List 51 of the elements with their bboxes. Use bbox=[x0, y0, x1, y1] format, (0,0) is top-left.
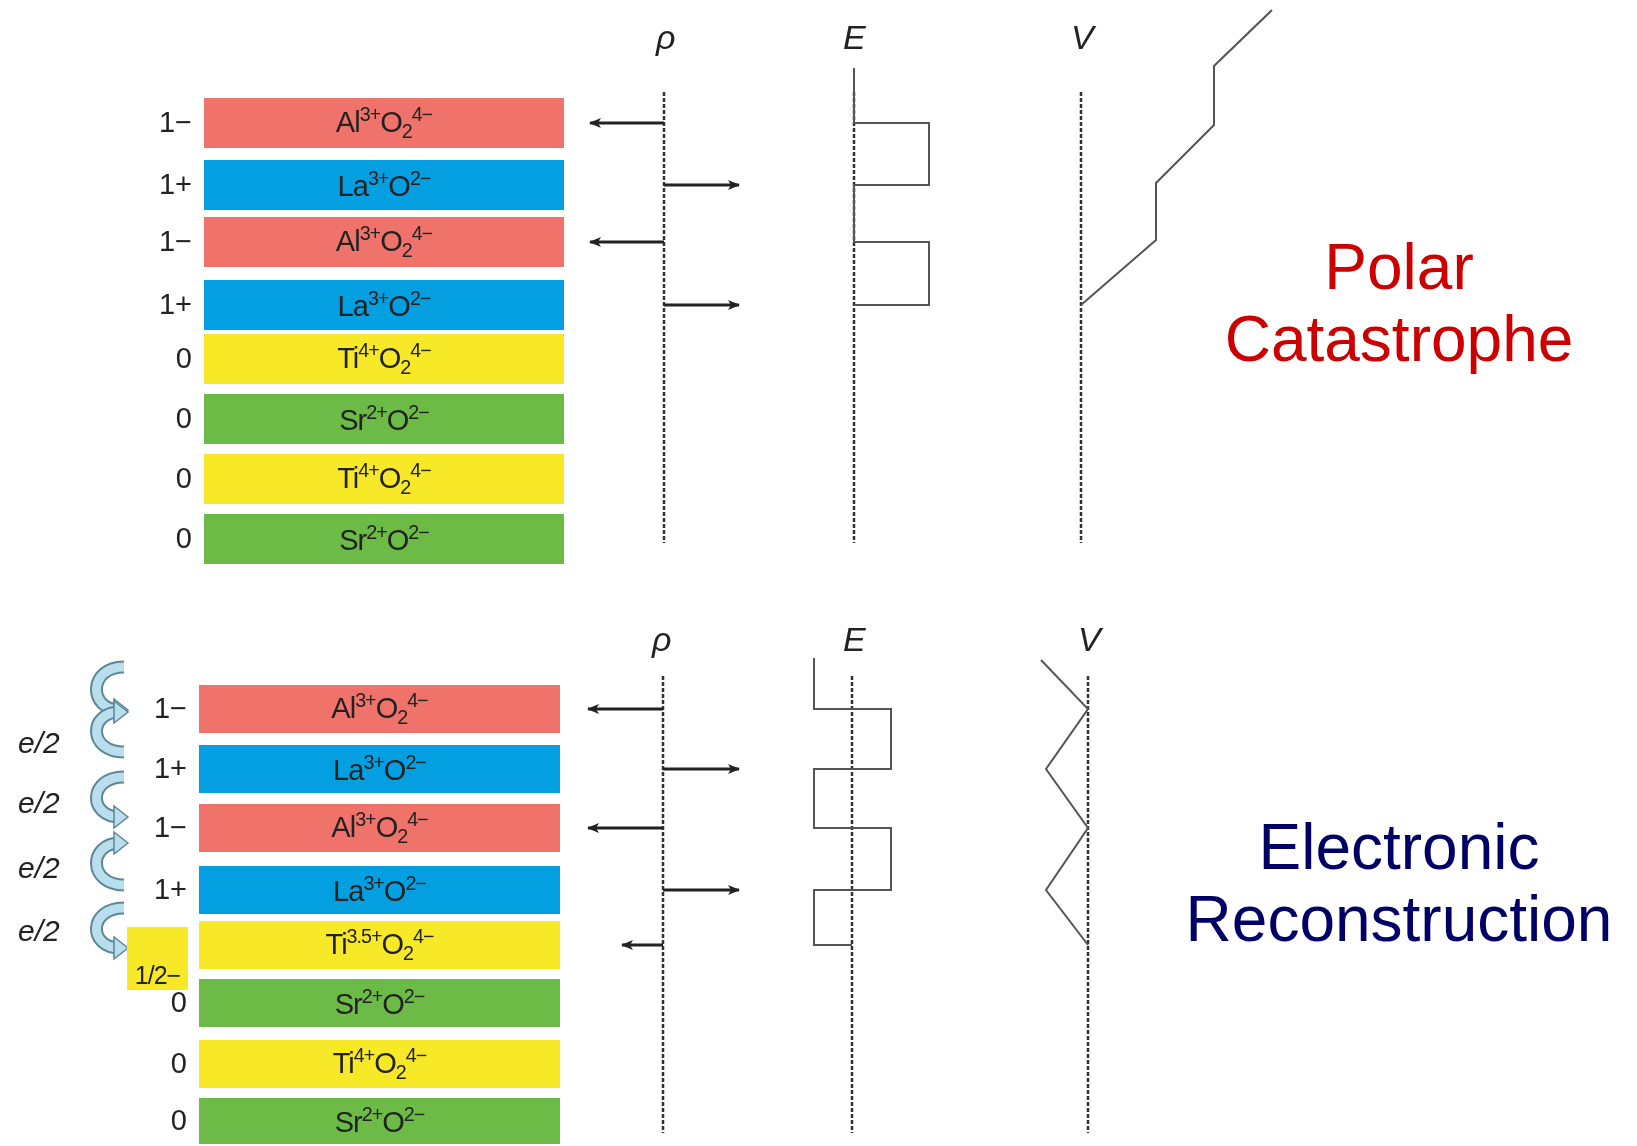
charge-transfer-label: e/2 bbox=[18, 726, 60, 760]
charge-label: 0 bbox=[170, 1104, 187, 1137]
charge-box bbox=[127, 927, 188, 990]
layer-bar bbox=[199, 979, 560, 1027]
layer-bar bbox=[204, 394, 564, 444]
charge-label: 1− bbox=[153, 692, 187, 725]
layer-formula: La$^{3+}$O$^{2−}$ bbox=[337, 167, 431, 203]
layer-bar bbox=[204, 280, 564, 330]
layer-bar bbox=[199, 745, 560, 793]
axis-label: ρ bbox=[656, 18, 676, 57]
panel-title: Polar Catastrophe bbox=[1223, 232, 1575, 376]
layer-bar bbox=[204, 217, 564, 267]
layer-formula: La$^{3+}$O$^{2−}$ bbox=[333, 751, 426, 787]
charge-label: 0 bbox=[175, 342, 192, 375]
charge-label: 1+ bbox=[153, 752, 187, 785]
layer-formula: La$^{3+}$O$^{2−}$ bbox=[333, 872, 426, 908]
charge-label: 1− bbox=[158, 106, 192, 139]
axis-label: E bbox=[843, 620, 866, 659]
layer-bar bbox=[204, 160, 564, 210]
layer-bar bbox=[199, 685, 560, 733]
layer-bar bbox=[204, 334, 564, 384]
charge-label: 1− bbox=[158, 225, 192, 258]
charge-transfer-label: e/2 bbox=[18, 914, 60, 948]
layer-bar bbox=[204, 454, 564, 504]
layer-formula: La$^{3+}$O$^{2−}$ bbox=[337, 287, 431, 323]
layer-bar bbox=[204, 98, 564, 148]
layer-bar bbox=[199, 804, 560, 852]
layer-bar bbox=[199, 921, 560, 969]
layer-bar bbox=[204, 514, 564, 564]
charge-label: 0 bbox=[175, 402, 192, 435]
charge-label: 0 bbox=[170, 1047, 187, 1080]
axis-label: V bbox=[1071, 18, 1094, 57]
layer-formula: Sr$^{2+}$O$^{2−}$ bbox=[334, 1103, 425, 1139]
charge-label: 1+ bbox=[158, 288, 192, 321]
layer-bar bbox=[199, 866, 560, 914]
charge-transfer-label: e/2 bbox=[18, 786, 60, 820]
charge-label: 0 bbox=[175, 522, 192, 555]
charge-label: 1+ bbox=[153, 873, 187, 906]
layer-bar bbox=[199, 1040, 560, 1088]
axis-label: E bbox=[843, 18, 866, 57]
charge-transfer-label: e/2 bbox=[18, 851, 60, 885]
layer-formula: Sr$^{2+}$O$^{2−}$ bbox=[339, 521, 429, 557]
layer-bar bbox=[199, 1098, 560, 1144]
charge-label: 0 bbox=[175, 462, 192, 495]
layer-formula: Sr$^{2+}$O$^{2−}$ bbox=[339, 401, 429, 437]
layer-formula: Sr$^{2+}$O$^{2−}$ bbox=[334, 985, 425, 1021]
panel-title: Electronic Reconstruction bbox=[1184, 812, 1614, 956]
charge-label: 1+ bbox=[158, 168, 192, 201]
axis-label: V bbox=[1078, 620, 1101, 659]
axis-label: ρ bbox=[652, 620, 672, 659]
charge-label: 1− bbox=[153, 811, 187, 844]
